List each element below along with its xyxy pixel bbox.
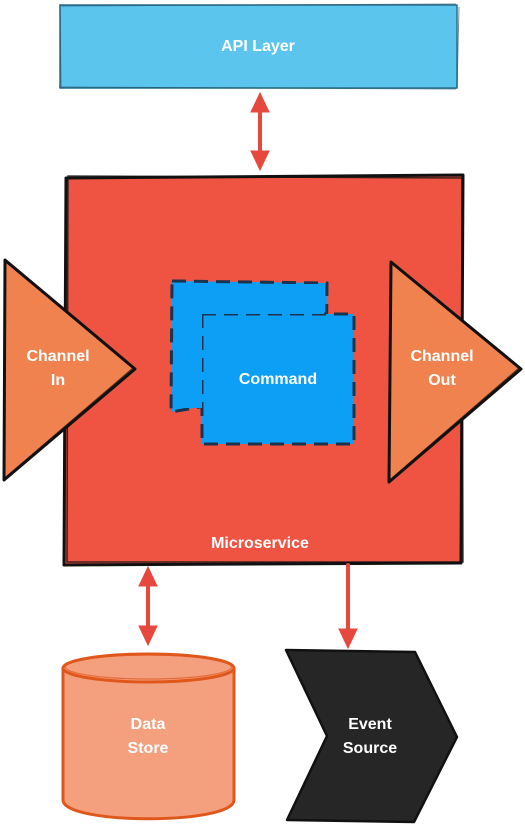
command-label: Command bbox=[239, 371, 317, 388]
channel-out-label-line1: Channel bbox=[410, 348, 473, 365]
command-node: Command bbox=[169, 279, 356, 446]
data-store-body bbox=[61, 666, 236, 821]
event-source-shape bbox=[284, 648, 459, 824]
channel-in-label-line2: In bbox=[51, 372, 65, 389]
channel-in-shape bbox=[2, 258, 137, 482]
channel-out-node: Channel Out bbox=[387, 260, 523, 484]
event-source-label-line2: Source bbox=[343, 740, 397, 757]
microservice-to-data-store-connector bbox=[138, 565, 158, 647]
data-store-top bbox=[61, 652, 236, 684]
channel-in-label-line1: Channel bbox=[26, 348, 89, 365]
event-source-label-line1: Event bbox=[348, 716, 392, 733]
api-layer-node: API Layer bbox=[58, 3, 460, 90]
event-source-node: Event Source bbox=[284, 648, 459, 824]
data-store-label-line1: Data bbox=[131, 716, 166, 733]
data-store-label-line2: Store bbox=[128, 740, 169, 757]
api-layer-box bbox=[59, 4, 458, 89]
command-front-box bbox=[200, 312, 356, 446]
api-to-microservice-connector bbox=[250, 91, 270, 172]
channel-in-node: Channel In bbox=[2, 258, 137, 482]
api-layer-label: API Layer bbox=[221, 38, 295, 55]
channel-out-label-line2: Out bbox=[428, 372, 456, 389]
microservice-label: Microservice bbox=[211, 535, 309, 552]
data-store-node: Data Store bbox=[61, 652, 236, 821]
microservice-to-event-source-connector bbox=[338, 563, 358, 650]
